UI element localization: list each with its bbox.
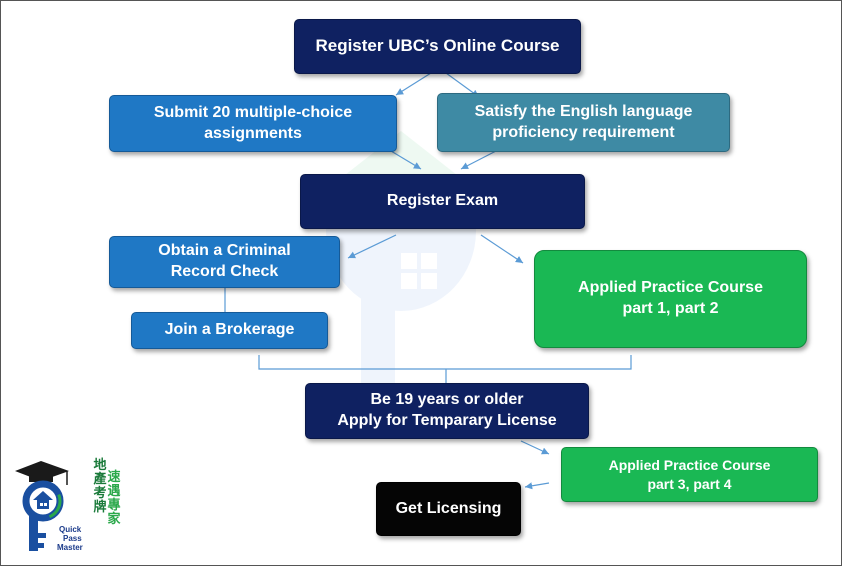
node-english-requirement: Satisfy the English language proficiency… xyxy=(437,93,730,152)
node-applied-practice-part-3-4: Applied Practice Course part 3, part 4 xyxy=(561,447,818,502)
node-get-licensing: Get Licensing xyxy=(376,482,521,536)
arrow-course-to-assignments xyxy=(395,72,432,96)
arrow-license-to-practice xyxy=(520,440,550,455)
arrow-exam-to-criminal xyxy=(347,234,397,259)
node-criminal-record-check: Obtain a Criminal Record Check xyxy=(109,236,340,288)
logo-text-pass: Pass xyxy=(63,534,82,543)
quick-pass-master-logo: 地產考牌 速遇專家 Quick Pass Master xyxy=(11,453,121,557)
arrow-practice-to-licensing xyxy=(524,482,550,490)
arrow-exam-to-practice xyxy=(480,234,524,264)
arrow-assignments-to-exam xyxy=(390,150,422,170)
node-submit-assignments: Submit 20 multiple-choice assignments xyxy=(109,95,397,152)
logo-text-master: Master xyxy=(57,543,83,552)
node-register-exam: Register Exam xyxy=(300,174,585,229)
node-applied-practice-part-1-2: Applied Practice Course part 1, part 2 xyxy=(534,250,807,348)
node-age-temporary-license: Be 19 years or older Apply for Temparary… xyxy=(305,383,589,439)
logo-chinese-text-1: 地產考牌 xyxy=(93,458,107,515)
bracket-merge xyxy=(258,355,632,370)
key-graduation-cap-icon xyxy=(15,461,69,551)
logo-chinese-text-2: 速遇專家 xyxy=(107,470,121,527)
arrow-english-to-exam xyxy=(460,150,497,170)
logo-text-quick: Quick xyxy=(59,525,82,534)
node-register-online-course: Register UBC’s Online Course xyxy=(294,19,581,74)
node-join-brokerage: Join a Brokerage xyxy=(131,312,328,349)
